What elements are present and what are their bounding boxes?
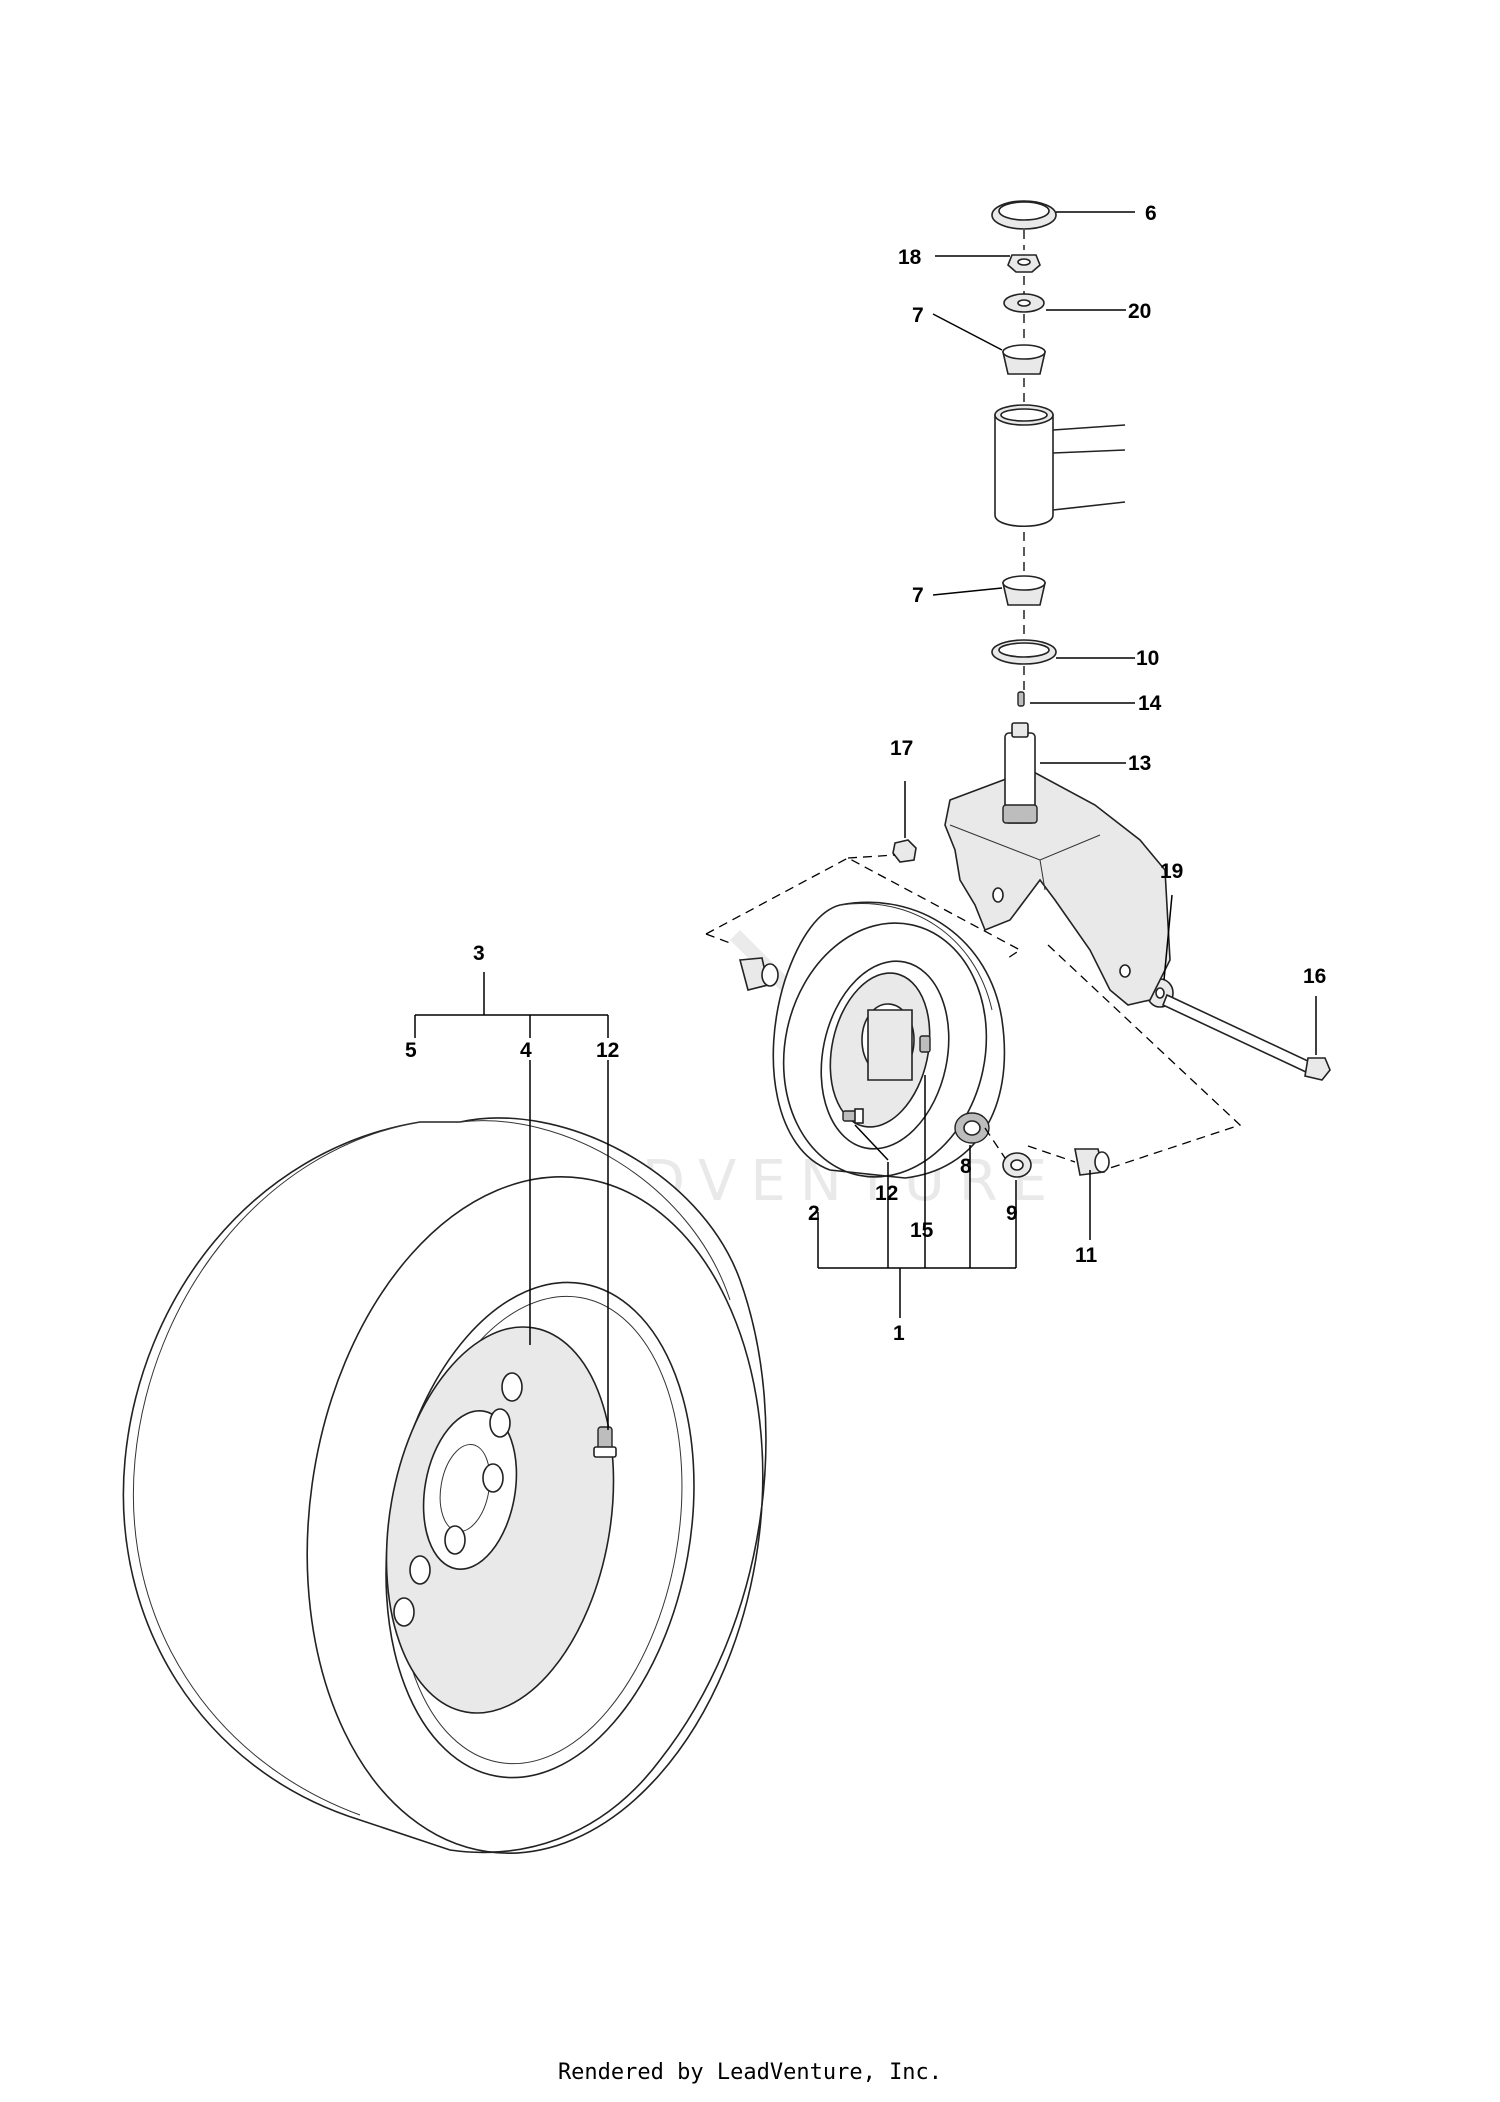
- callout-19: 19: [1160, 860, 1183, 883]
- callout-4: 4: [520, 1039, 532, 1062]
- callout-18: 18: [898, 246, 922, 269]
- caster-bearing-8: [954, 1112, 990, 1144]
- lock-nut-17: [892, 839, 917, 863]
- tire-side-line: [132, 1121, 421, 1816]
- callout-10: 10: [1136, 647, 1159, 670]
- rim-hub: [422, 1410, 518, 1570]
- caster-sidewall: [782, 922, 988, 1178]
- callout-6: 6: [1145, 202, 1157, 225]
- callout-7-upper: 7: [912, 304, 924, 327]
- callout-14: 14: [1138, 692, 1162, 715]
- callout-16: 16: [1303, 965, 1326, 988]
- callout-8: 8: [960, 1155, 972, 1178]
- grease-fitting-14: [1017, 691, 1025, 707]
- washer-20: [1003, 293, 1045, 313]
- callout-7-lower: 7: [912, 584, 924, 607]
- callout-15: 15: [910, 1219, 934, 1242]
- tire-sidewall: [306, 1176, 764, 1854]
- callout-11: 11: [1075, 1244, 1098, 1267]
- tire-tread-line: [459, 1120, 731, 1301]
- grease-fitting-15: [919, 1035, 931, 1053]
- callouts: 6 18 20 7 7 10 14 13 17 19 16 3 5 4 12 8…: [405, 202, 1326, 1345]
- callout-1: 1: [893, 1322, 905, 1345]
- callout-17: 17: [890, 737, 913, 760]
- axle-bolt-16: [1161, 993, 1331, 1081]
- caster-fork: [944, 769, 1171, 1006]
- callout-9: 9: [1006, 1202, 1018, 1225]
- footer-credit: Rendered by LeadVenture, Inc.: [557, 2060, 943, 2085]
- dust-cap-6: [991, 200, 1057, 230]
- caster-wheel-assembly: [772, 901, 1006, 1179]
- valve-stem-small: [842, 1108, 864, 1124]
- leader-lines: [414, 211, 1317, 1430]
- callout-3: 3: [473, 942, 485, 965]
- callout-20: 20: [1128, 300, 1151, 323]
- tapered-bearing-7-lower: [1001, 575, 1047, 606]
- caster-tire-tread: [839, 903, 993, 1011]
- nut-18: [1007, 254, 1041, 273]
- caster-spindle-13: [1002, 722, 1038, 824]
- callout-2: 2: [808, 1202, 820, 1225]
- callout-5: 5: [405, 1039, 417, 1062]
- valve-stem-large: [593, 1426, 617, 1458]
- tapered-bearing-7-upper: [1001, 344, 1047, 375]
- spacer-bushing-11: [1074, 1148, 1110, 1176]
- callout-12-small: 12: [875, 1182, 898, 1205]
- rim-bolt-holes: [393, 1372, 523, 1627]
- callout-12-large: 12: [596, 1039, 619, 1062]
- caster-pivot-tube: [994, 404, 1126, 528]
- bearing-race-10: [991, 639, 1057, 665]
- caster-spacer-left: [738, 957, 779, 991]
- large-wheel-assembly: [122, 1117, 767, 1854]
- callout-13: 13: [1128, 752, 1151, 775]
- assembly-lines: [705, 854, 1242, 1169]
- caster-spacer-9: [1002, 1152, 1032, 1178]
- caster-spacer-tube: [867, 1009, 913, 1081]
